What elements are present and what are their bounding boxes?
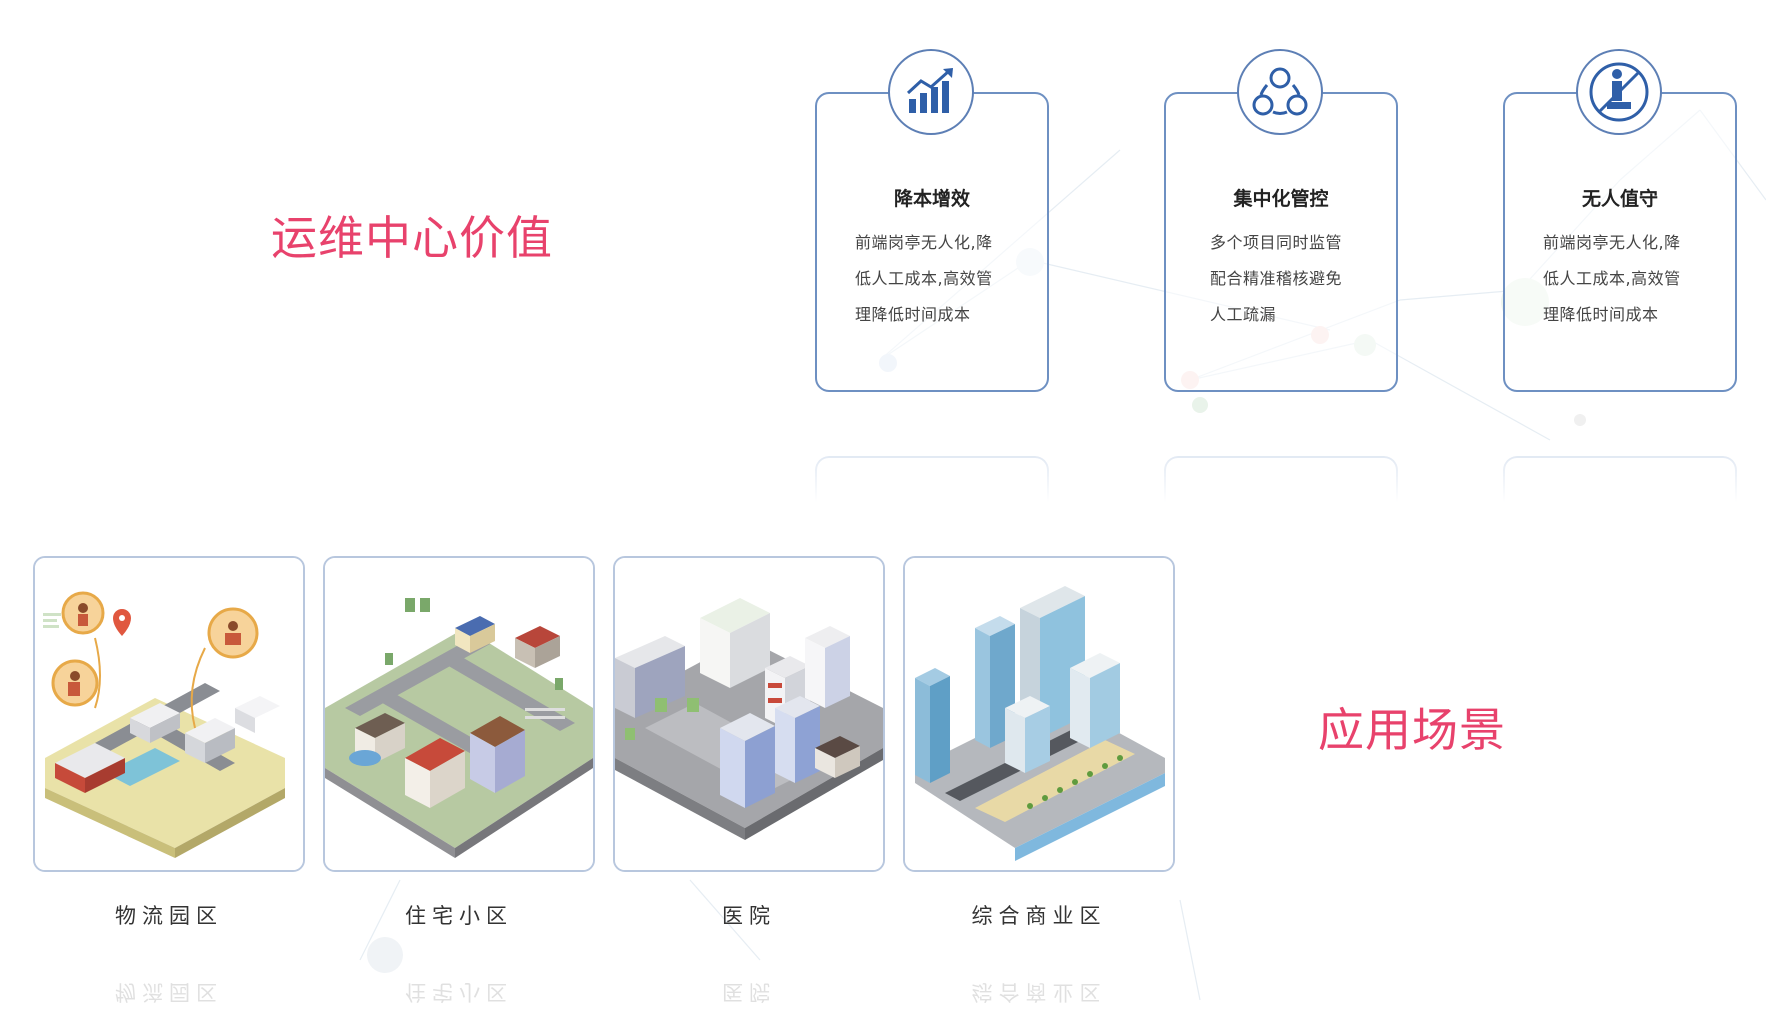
- hospital-illustration: [615, 558, 883, 870]
- scene-label-reflection: 综合商业区: [971, 980, 1107, 1004]
- scene-label: 住宅小区: [405, 904, 513, 928]
- scene-label-reflection: 医院: [722, 980, 776, 1004]
- desc-line: 低人工成本,高效管: [1543, 269, 1681, 288]
- card-title: 降本增效: [893, 188, 970, 210]
- logistics-park-illustration: [35, 558, 303, 870]
- value-section-title: 运维中心价值: [271, 211, 553, 265]
- commercial-district-illustration: [905, 558, 1173, 870]
- desc-line: 多个项目同时监管: [1210, 233, 1343, 252]
- scene-card-hospital[interactable]: [613, 556, 885, 872]
- card-title: 无人值守: [1581, 188, 1658, 210]
- desc-line: 人工疏漏: [1210, 305, 1277, 324]
- card-description: 前端岗亭无人化,降 低人工成本,高效管 理降低时间成本: [1543, 225, 1705, 333]
- desc-line: 理降低时间成本: [1543, 305, 1659, 324]
- scene-card-commercial-district[interactable]: [903, 556, 1175, 872]
- desc-line: 低人工成本,高效管: [855, 269, 993, 288]
- card-reflection: [1503, 456, 1737, 502]
- value-card-centralized-control: 集中化管控 多个项目同时监管 配合精准稽核避免 人工疏漏: [1164, 49, 1398, 392]
- card-reflection: [815, 456, 1049, 502]
- residential-community-illustration: [325, 558, 593, 870]
- unattended-guard-icon: [1576, 49, 1662, 135]
- card-description: 多个项目同时监管 配合精准稽核避免 人工疏漏: [1210, 225, 1366, 333]
- scene-label: 物流园区: [115, 904, 223, 928]
- desc-line: 配合精准稽核避免: [1210, 269, 1343, 288]
- card-reflection: [1164, 456, 1398, 502]
- scene-label-reflection: 住宅小区: [405, 980, 513, 1004]
- desc-line: 理降低时间成本: [855, 305, 971, 324]
- rising-chart-icon: [888, 49, 974, 135]
- scene-card-residential-community[interactable]: [323, 556, 595, 872]
- scene-label: 医院: [722, 904, 776, 928]
- value-card-unattended: 无人值守 前端岗亭无人化,降 低人工成本,高效管 理降低时间成本: [1503, 49, 1737, 392]
- desc-line: 前端岗亭无人化,降: [855, 233, 993, 252]
- scene-card-logistics-park[interactable]: [33, 556, 305, 872]
- desc-line: 前端岗亭无人化,降: [1543, 233, 1681, 252]
- card-title: 集中化管控: [1233, 188, 1329, 210]
- scene-label-reflection: 物流园区: [115, 980, 223, 1004]
- centralized-nodes-icon: [1237, 49, 1323, 135]
- value-card-cost-efficiency: 降本增效 前端岗亭无人化,降 低人工成本,高效管 理降低时间成本: [815, 49, 1049, 392]
- card-description: 前端岗亭无人化,降 低人工成本,高效管 理降低时间成本: [855, 225, 1017, 333]
- scene-label: 综合商业区: [971, 904, 1107, 928]
- scene-section-title: 应用场景: [1318, 703, 1506, 757]
